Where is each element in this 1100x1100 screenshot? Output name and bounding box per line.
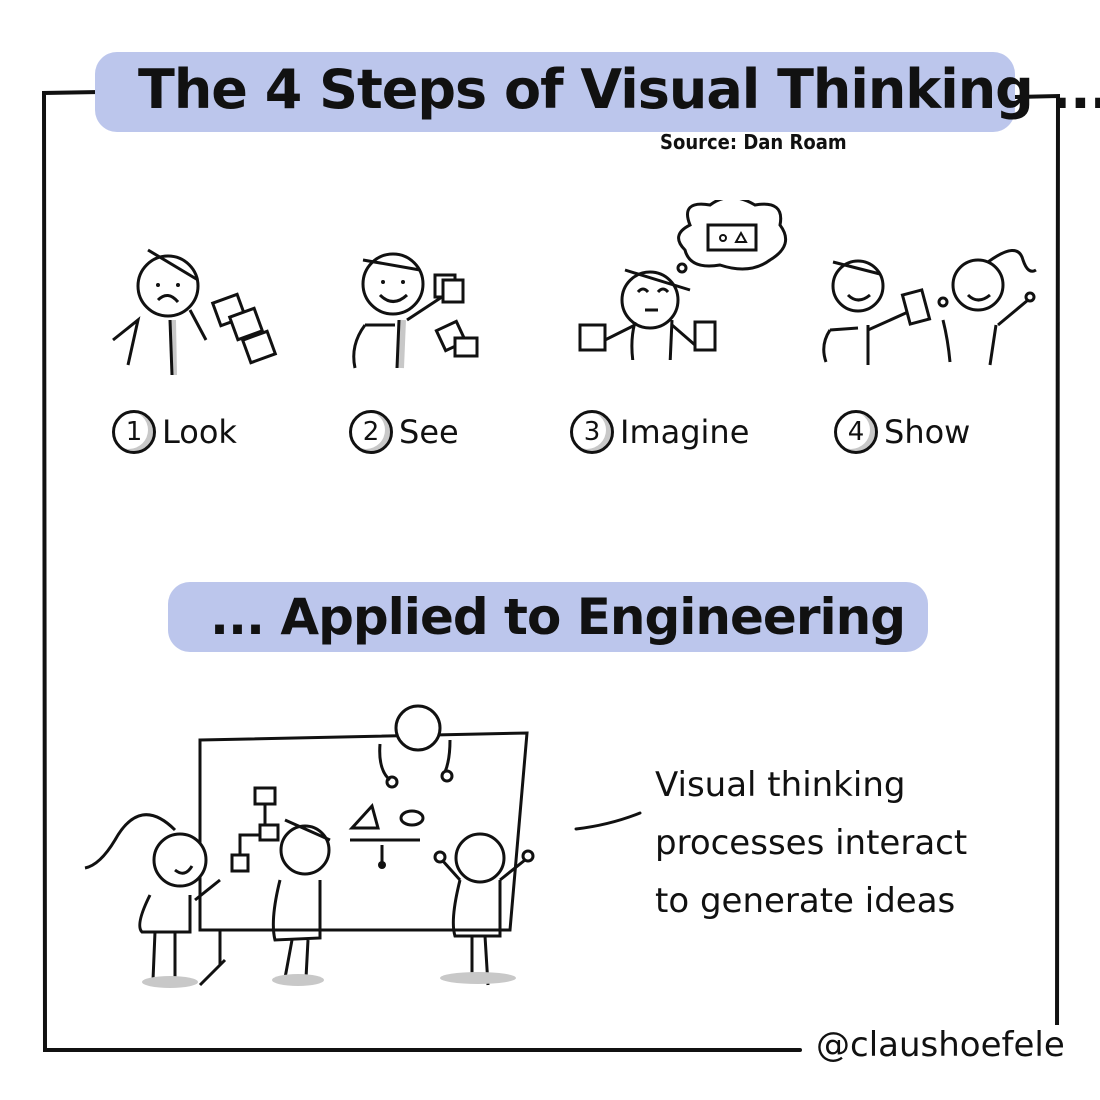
step-text: Imagine: [620, 413, 750, 451]
step-see: 2 See: [335, 240, 555, 500]
step-text: Look: [162, 413, 237, 451]
step-imagine: 3 Imagine: [560, 200, 788, 500]
title-banner: [95, 52, 1015, 132]
two-people-sharing-card-icon: [822, 249, 1037, 366]
author-handle: @claushoefele: [810, 1025, 1071, 1065]
step-text: Show: [884, 413, 971, 451]
step-look: 1 Look: [98, 240, 318, 500]
engineering-caption: Visual thinking processes interact to ge…: [655, 756, 967, 930]
caption-pointer-line: [574, 811, 642, 831]
section-title: ... Applied to Engineering: [210, 588, 906, 646]
source-credit: Source: Dan Roam: [660, 130, 847, 154]
caption-line: Visual thinking: [655, 765, 906, 805]
section-banner: [168, 582, 928, 652]
caption-line: to generate ideas: [655, 881, 956, 921]
step-label: 2 See: [349, 410, 459, 454]
page-title: The 4 Steps of Visual Thinking ...: [138, 58, 1100, 121]
step-number-badge: 1: [112, 410, 156, 454]
smiling-person-with-cards-icon: [352, 252, 479, 369]
step-label: 1 Look: [112, 410, 237, 454]
confused-person-with-cards-icon: [112, 248, 278, 376]
step-label: 4 Show: [834, 410, 970, 454]
imagining-person-with-thought-bubble-icon: [578, 200, 788, 360]
step-show: 4 Show: [818, 240, 1038, 500]
step-text: See: [399, 413, 459, 451]
step-label: 3 Imagine: [570, 410, 749, 454]
team-at-whiteboard-illustration: [84, 704, 535, 988]
step-number-badge: 2: [349, 410, 393, 454]
step-number-badge: 4: [834, 410, 878, 454]
step-number-badge: 3: [570, 410, 614, 454]
caption-line: processes interact: [655, 823, 968, 863]
